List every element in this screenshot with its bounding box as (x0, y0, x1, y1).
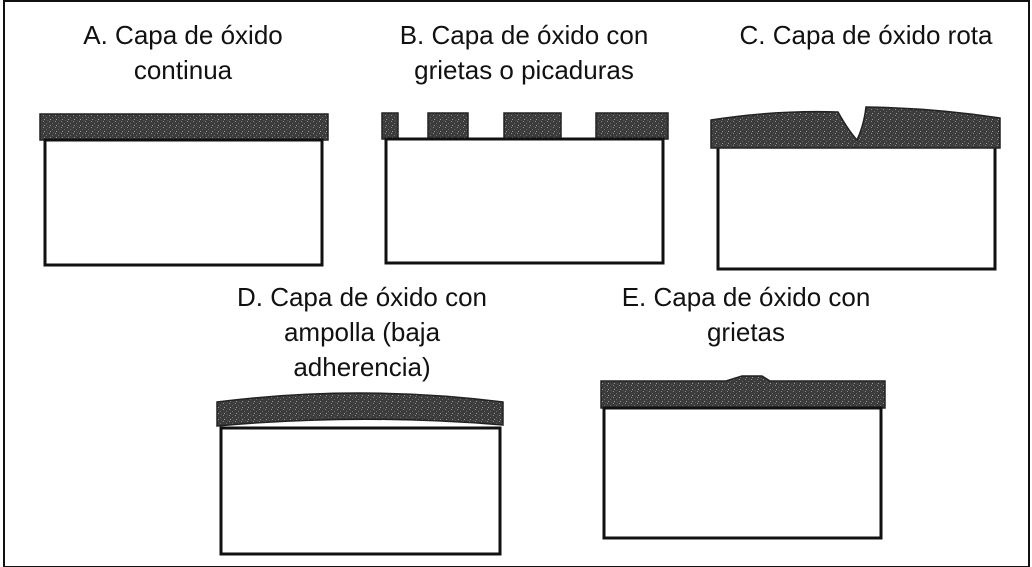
panel-b-caption-line-1: B. Capa de óxido con (400, 20, 649, 50)
panel-b-oxide-segment (595, 112, 669, 140)
panel-d-caption-line-3: adherencia) (293, 352, 430, 382)
panel-e-substrate (602, 406, 883, 540)
panel-d-substrate (219, 426, 502, 556)
panel-b-oxide-segment (381, 112, 399, 140)
panel-e-cracked-oxide-layer (600, 375, 886, 409)
panel-a: A. Capa de óxido continua (39, 20, 329, 267)
panel-e-caption-line-1: E. Capa de óxido con (622, 282, 871, 312)
panel-d-caption-line-2: ampolla (baja (284, 317, 441, 347)
panel-e: E. Capa de óxido con grietas (600, 282, 886, 540)
panel-a-caption-line-1: A. Capa de óxido (83, 20, 282, 50)
panel-a-caption-line-2: continua (134, 55, 233, 85)
panel-b-oxide-segment (427, 112, 469, 140)
panel-d: D. Capa de óxido con ampolla (baja adher… (216, 282, 504, 556)
panel-c-caption-line-1: C. Capa de óxido rota (740, 20, 993, 50)
panel-b-oxide-segment (503, 112, 562, 140)
panel-b: B. Capa de óxido con grietas o picaduras (381, 20, 669, 265)
panel-d-blistered-oxide-layer (216, 392, 504, 427)
panel-c-broken-oxide-layer (710, 106, 1001, 149)
panel-a-oxide-layer (39, 113, 329, 141)
panel-d-caption-line-1: D. Capa de óxido con (237, 282, 487, 312)
panel-c-substrate (716, 145, 997, 271)
diagram-border (3, 0, 1030, 567)
panel-b-caption-line-2: grietas o picaduras (414, 55, 634, 85)
panel-b-substrate (384, 137, 665, 265)
panel-c: C. Capa de óxido rota (710, 20, 1001, 271)
panel-a-substrate (43, 138, 324, 267)
panel-e-caption-line-2: grietas (707, 317, 785, 347)
